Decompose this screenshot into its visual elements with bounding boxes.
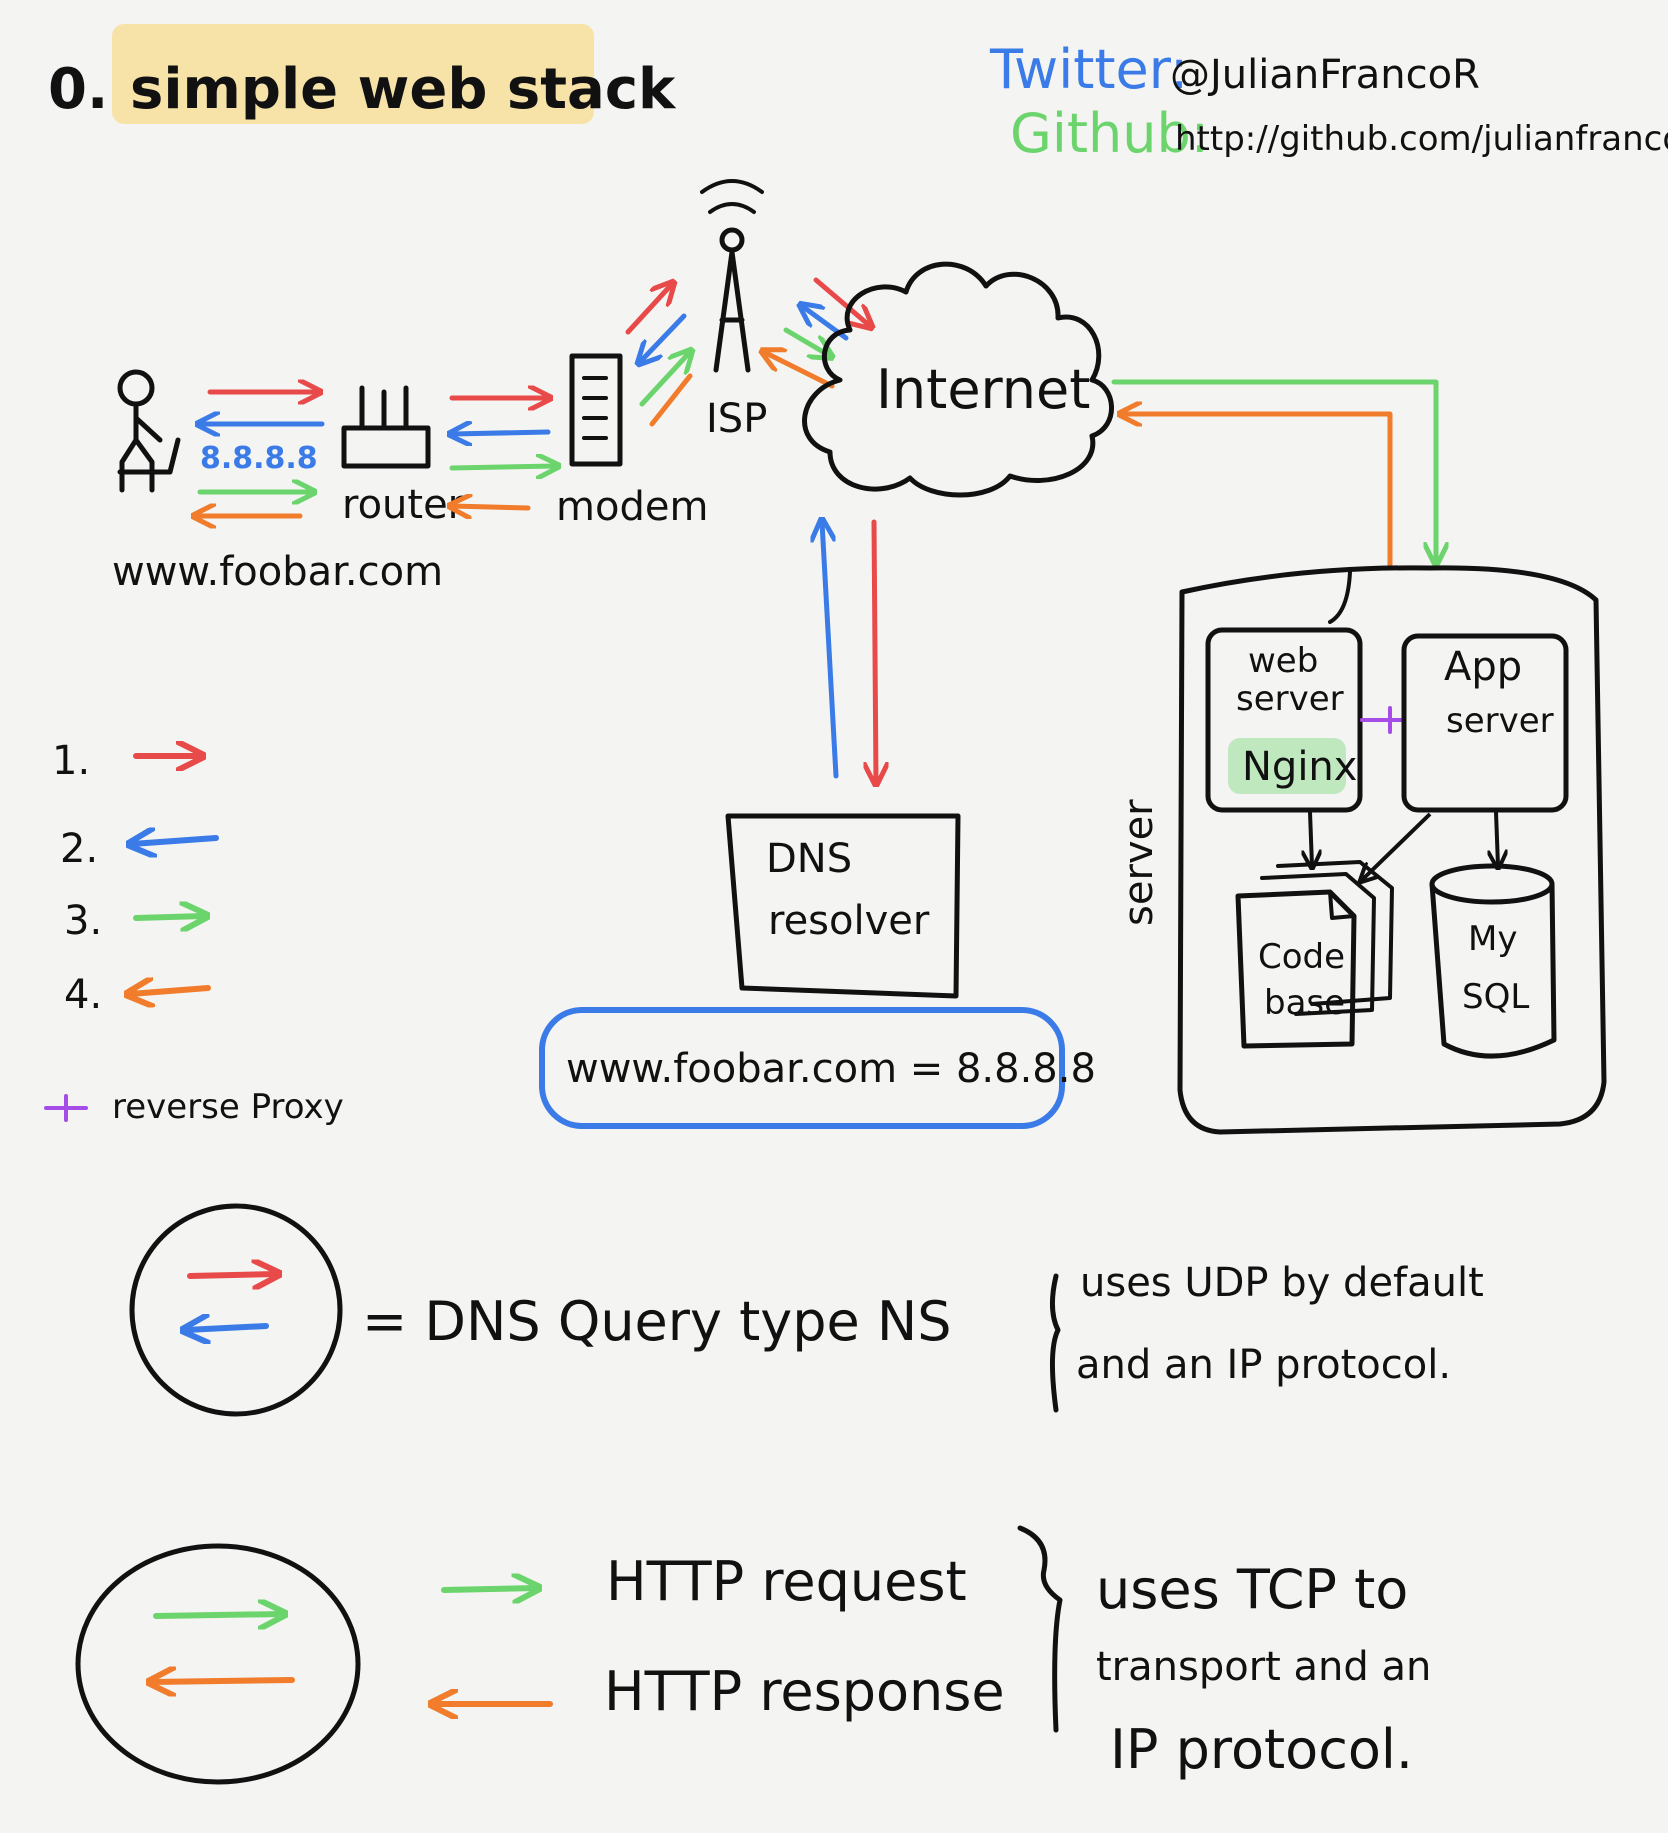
client-user-icon — [117, 369, 181, 493]
tcp-line3: IP protocol. — [1110, 1718, 1413, 1781]
dns-record: www.foobar.com = 8.8.8.8 — [566, 1046, 1096, 1092]
mysql-database-icon — [1429, 863, 1557, 1059]
arrow-router-modem-green — [449, 466, 556, 468]
arrow-internet-dns-red — [874, 519, 876, 782]
dns-note-brace — [1049, 1273, 1061, 1413]
legend-item-3-arrow — [133, 916, 204, 918]
modem-icon — [569, 353, 623, 467]
dns-resolver-box — [725, 813, 961, 999]
legend-item-2-arrow — [132, 838, 219, 844]
internet-cloud-icon — [802, 261, 1114, 498]
dns-query-label: = DNS Query type NS — [362, 1290, 952, 1353]
dns-resolver-label-line2: resolver — [768, 898, 930, 944]
dns-note-circle — [129, 1203, 343, 1417]
arrow-internet-server-green — [1111, 379, 1436, 562]
twitter-label: Twitter: — [989, 38, 1188, 101]
legend-item-4-number: 4. — [64, 972, 102, 1018]
arrow-isp-modem-orange — [649, 373, 693, 427]
router-icon — [341, 385, 431, 469]
dns-udp-line2: and an IP protocol. — [1076, 1342, 1451, 1388]
code-base-label-line2: base — [1264, 983, 1345, 1023]
code-base-label-line1: Code — [1258, 937, 1345, 977]
title-number: 0. — [48, 57, 108, 122]
mysql-label-line2: SQL — [1462, 977, 1529, 1017]
tcp-line1: uses TCP to — [1096, 1558, 1408, 1621]
arrow-modem-isp-green — [639, 352, 690, 407]
http-request-label: HTTP request — [606, 1550, 967, 1613]
modem-label: modem — [556, 484, 708, 530]
legend-item-4-arrow — [130, 988, 211, 994]
app-server-label-line1: App — [1444, 644, 1522, 690]
http-note-arrow-green — [153, 1614, 282, 1616]
app-server-box — [1401, 633, 1569, 813]
http-note-arrow-orange — [152, 1680, 295, 1682]
legend-item-1-number: 1. — [52, 738, 90, 784]
legend-item-3-number: 3. — [64, 898, 102, 944]
legend-item-2-number: 2. — [60, 826, 98, 872]
isp-tower-icon — [700, 179, 764, 373]
nginx-highlight — [1228, 738, 1346, 794]
nginx-label: Nginx — [1242, 744, 1357, 790]
arrow-internet-isp-orange — [764, 352, 835, 389]
server-box — [1177, 565, 1607, 1135]
router-label: router — [342, 482, 465, 528]
web-server-label-line2: server — [1236, 679, 1344, 719]
client-domain-label: www.foobar.com — [112, 549, 443, 595]
arrow-app-mysql — [1496, 811, 1498, 866]
client-ip: 8.8.8.8 — [200, 441, 318, 476]
page-title: simple web stack — [130, 57, 677, 122]
arrow-isp-modem-blue — [640, 313, 687, 362]
tcp-line2: transport and an — [1096, 1644, 1431, 1690]
isp-label: ISP — [706, 396, 767, 442]
arrow-server-internet-orange — [1122, 414, 1393, 569]
dns-note-arrow-blue — [186, 1326, 269, 1330]
app-server-label-line2: server — [1446, 701, 1554, 741]
dns-note-arrow-red — [187, 1274, 276, 1276]
title-highlight — [112, 24, 594, 124]
http-note-brace — [1017, 1525, 1063, 1733]
http-note-circle — [75, 1543, 361, 1785]
github-label: Github: — [1010, 102, 1209, 165]
arrow-modem-isp-red — [625, 284, 672, 335]
twitter-handle[interactable]: @JulianFrancoR — [1170, 52, 1480, 98]
code-base-icon — [1235, 860, 1394, 1049]
server-label: server — [1116, 799, 1162, 926]
dns-resolver-label-line1: DNS — [766, 836, 852, 882]
arrow-isp-internet-red — [813, 277, 870, 326]
github-url[interactable]: http://github.com/julianfrancor — [1175, 119, 1668, 159]
arrow-app-codebase — [1362, 812, 1432, 880]
dns-udp-line1: uses UDP by default — [1080, 1260, 1484, 1306]
legend: 1. 2. 3. 4. reverse Proxy — [44, 738, 344, 1127]
reverse-proxy-legend-label: reverse Proxy — [112, 1087, 344, 1127]
arrow-modem-router-orange — [452, 506, 531, 508]
web-server-label-line1: web — [1248, 641, 1318, 681]
mysql-label-line1: My — [1468, 919, 1517, 959]
dns-record-box — [539, 1007, 1065, 1129]
http-response-label: HTTP response — [604, 1660, 1005, 1723]
http-request-arrow — [441, 1588, 536, 1590]
arrow-web-codebase — [1310, 811, 1312, 866]
arrow-dns-internet-blue — [822, 522, 839, 779]
arrow-modem-router-blue — [452, 432, 551, 434]
internet-label: Internet — [876, 358, 1090, 421]
server-inbound-line — [1328, 570, 1352, 624]
